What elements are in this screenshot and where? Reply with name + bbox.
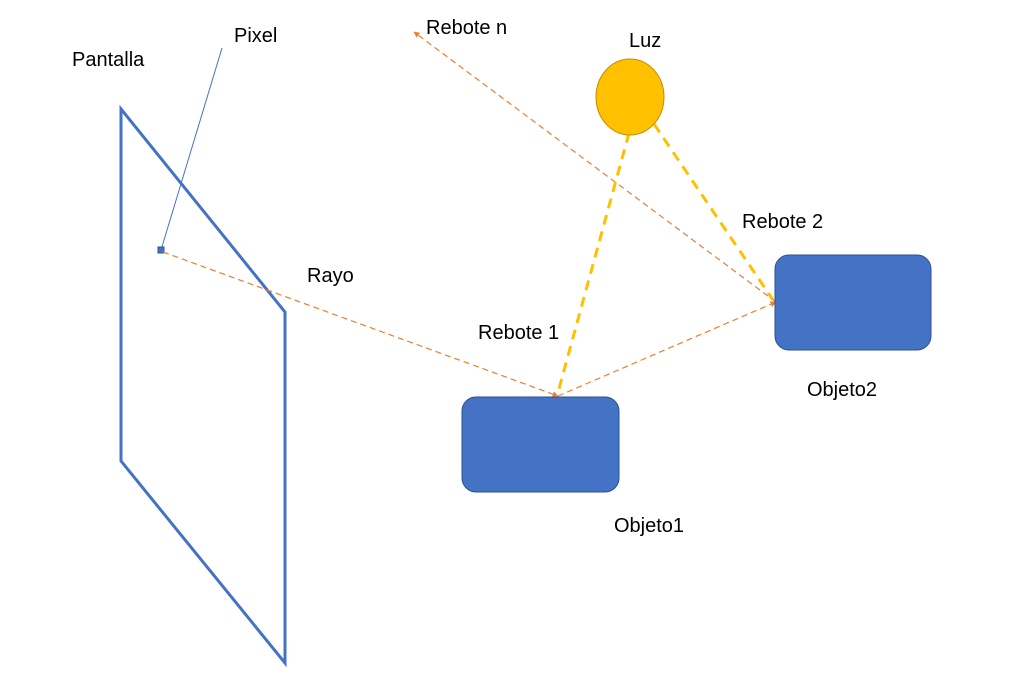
light-ray-to-object2 — [652, 123, 775, 301]
screen-label: Pantalla — [72, 49, 145, 71]
object2-shape — [774, 254, 932, 351]
pixel-label: Pixel — [234, 25, 278, 47]
screen-shape — [119, 104, 287, 668]
ray-label: Rayo — [307, 265, 354, 287]
ray-to-object2 — [557, 301, 777, 397]
bounce-2-label: Rebote 2 — [742, 211, 824, 233]
object1-label: Objeto1 — [614, 515, 685, 537]
ray-to-bounce-n — [413, 31, 777, 303]
bounce-1-label: Rebote 1 — [478, 322, 560, 344]
bounce-n-label: Rebote n — [426, 17, 508, 39]
ray-to-object1 — [162, 251, 559, 397]
pixel-marker — [157, 246, 165, 254]
light-ray-to-object1 — [555, 132, 631, 397]
object1-shape — [461, 396, 620, 493]
light-source — [595, 58, 665, 136]
pixel-leader-line — [160, 47, 223, 251]
light-label: Luz — [629, 30, 662, 52]
object2-label: Objeto2 — [807, 379, 878, 401]
